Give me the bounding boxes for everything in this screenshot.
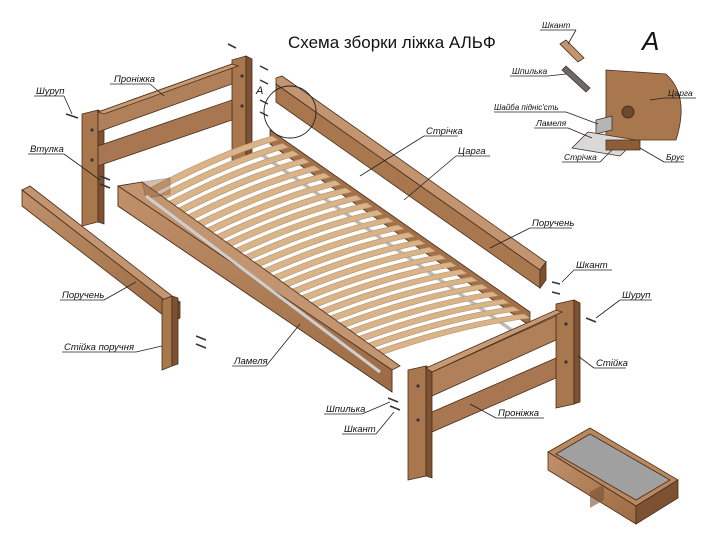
label-proniizhka-bottom: Проніжка [498,408,539,419]
slat [288,246,437,295]
label-vtulka: Втулка [30,144,64,155]
slat [343,291,500,336]
slat [269,232,416,282]
slats-group [149,135,531,357]
label-shpylka: Шпилька [326,404,365,415]
slat [177,157,311,213]
slat [167,150,300,207]
detail-label-shkant: Шкант [542,20,570,30]
detail-label-lamel: Ламеля [535,118,567,128]
slat [315,269,468,316]
slat [278,239,426,289]
label-tsarha: Царга [458,146,486,157]
slat [158,143,290,200]
slat [362,306,521,350]
diagram-title: Схема зборки ліжка АЛЬФ [288,33,496,52]
label-shkant-bottom: Шкант [344,424,376,435]
slat [334,284,489,330]
slat [260,224,405,275]
slat [325,276,479,323]
callout-letter: A [255,85,263,97]
detail-letter: A [640,26,659,56]
slat [352,298,510,343]
leader-lines [28,29,696,435]
detail-a [559,39,682,157]
detail-label-strichka: Стрічка [564,152,597,162]
back-side-rail [275,75,547,290]
slat [149,135,279,193]
guard-rail-post [161,295,179,371]
slat [204,180,342,234]
label-shurup-left: Шуруп [36,86,65,97]
detail-callout-circle [263,85,317,139]
label-poruchen-right: Поручень [532,218,574,229]
slat [251,217,395,268]
detail-label-shaiba: Шайба підніс'сть [494,103,559,112]
slat [195,172,332,227]
slat [241,209,384,261]
slat [297,254,447,302]
slat [214,187,353,241]
footboard [407,299,581,481]
label-poruchen-left: Поручень [62,290,104,301]
drawer [547,427,679,525]
label-lamel: Ламеля [233,356,268,367]
slat [232,202,374,254]
slat [371,313,531,357]
headboard [81,55,253,227]
detail-label-shpylka: Шпилька [512,66,548,76]
slat [186,165,321,220]
front-side-rail [116,177,401,393]
slat [223,195,363,248]
slat [306,261,458,309]
label-proniizhka-top: Проніжка [114,74,155,85]
label-stiika-poruchnia: Стійка поручня [64,342,134,353]
label-shurup-right: Шуруп [622,290,651,301]
label-stiika-right: Стійка [596,358,628,369]
label-strichka: Стрічка [426,126,463,137]
detail-label-brus: Брус [666,152,685,162]
dowel-icon [195,281,597,411]
detail-label-tsarha: Царга [668,88,693,98]
label-shkant-right: Шкант [576,260,608,271]
